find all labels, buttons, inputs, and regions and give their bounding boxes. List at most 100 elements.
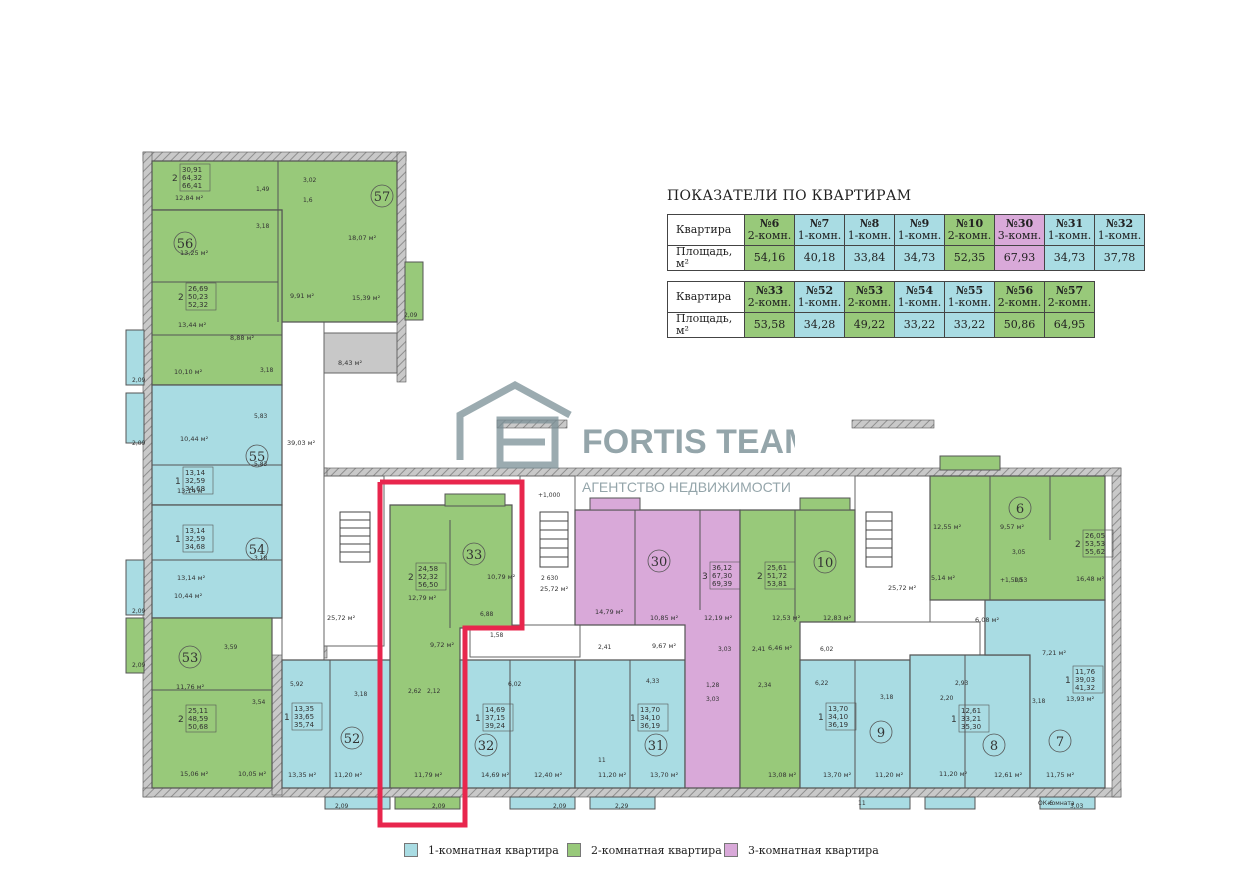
apartment-marker-33[interactable]: 33 [462,542,486,566]
dimension-label: 1,53 [1014,577,1028,584]
apartment-number: №9 [909,217,930,230]
apartment-10[interactable] [739,509,856,789]
dimension-label: 6,22 [815,680,829,687]
apartment-marker-31[interactable]: 31 [644,733,668,757]
apartment-marker-30[interactable]: 30 [647,549,671,573]
apartment-marker-54[interactable]: 54 [245,537,269,561]
stairs [339,511,893,568]
dimension-label: 2,09 [404,312,418,319]
spec-value: 1 [175,477,181,487]
apartment-marker-52[interactable]: 52 [340,726,364,750]
apartment-6[interactable] [929,475,1106,601]
apartment-marker-55[interactable]: 55 [245,444,269,468]
spec-value: 34,68 [185,543,205,551]
spec-value: 35,74 [294,721,315,729]
dimension-label: 3,18 [256,223,270,230]
apartment-area: 34,73 [894,245,945,271]
spec-frame [958,704,990,733]
room-area: 14,79 м² [595,608,624,616]
apartment-marker-9[interactable]: 9 [869,720,893,744]
dimension-label: 3,03 [718,646,732,653]
dimension-label: 3,59 [224,644,238,651]
marker-circle [462,542,486,566]
spec-frame [415,562,447,591]
apartment-marker-8[interactable]: 8 [982,733,1006,757]
apartment-area: 50,86 [994,312,1045,338]
watermark-brand: FORTIS TEAM [582,423,795,461]
room-area: 11,20 м² [939,770,968,778]
apartment-54[interactable] [151,504,283,619]
apartment-53[interactable] [151,617,273,789]
spec-value: 52,32 [418,573,438,581]
apartment-area: 40,18 [794,245,845,271]
room-area: 13,35 м² [288,771,317,779]
dimension-label: 3,54 [252,699,266,706]
dimension-label: 2,09 [432,803,446,810]
marker-number: 8 [990,739,998,754]
room-area: 13,08 м² [768,771,797,779]
apartment-area: 54,16 [744,245,795,271]
dimension-labels: 1,493,021,62,093,183,185,835,833,183,593… [132,177,1084,810]
room-area: 8,88 м² [230,334,254,342]
room-area: 11,20 м² [334,771,363,779]
spec-value: 13,70 [828,705,848,713]
apartment-area: 34,73 [1044,245,1095,271]
spec-value: 37,15 [485,714,505,722]
apartment-type: 2-комн. [747,296,792,309]
apartment-56[interactable] [151,209,283,386]
spec-value: 34,10 [640,714,660,722]
dimension-label: 3,18 [354,691,368,698]
spec-value: 2 [178,293,184,303]
spec-frame [825,702,857,731]
spec-value: 33,65 [294,713,314,721]
apartment-area: 33,84 [844,245,895,271]
spec-value: 3 [702,572,708,582]
dimension-label: 2,09 [132,608,146,615]
apartment-type: 1-комн. [797,229,842,242]
apartment-type: 2-комн. [997,296,1042,309]
marker-circle [474,733,498,757]
spec-value: 36,19 [828,721,848,729]
apartment-area: 34,28 [794,312,845,338]
room-area: 9,72 м² [430,641,454,649]
apartment-marker-10[interactable]: 10 [813,550,837,574]
spec-value: 39,24 [485,722,506,730]
apartment-32[interactable] [459,659,576,789]
apartment-33[interactable] [389,504,513,789]
dimension-label: 3,02 [303,177,317,184]
apartment-number: №57 [1055,284,1084,297]
spec-value: 2 [757,572,763,582]
apartment-marker-57[interactable]: 57 [370,184,394,208]
highlight-outline [377,479,525,828]
apartment-55[interactable] [151,384,283,506]
dimension-label: 5,83 [254,461,268,468]
apartment-marker-32[interactable]: 32 [474,733,498,757]
apartment-marker-6[interactable]: 6 [1008,496,1032,520]
apartment-marker-53[interactable]: 53 [178,645,202,669]
spec-value: 1 [630,714,636,724]
spec-value: 64,32 [182,174,202,182]
apartment-marker-56[interactable]: 56 [173,231,197,255]
balconies [125,261,1096,810]
dimension-label: 3,03 [706,696,720,703]
apartment-marker-7[interactable]: 7 [1048,729,1072,753]
room-area: 13,70 м² [823,771,852,779]
